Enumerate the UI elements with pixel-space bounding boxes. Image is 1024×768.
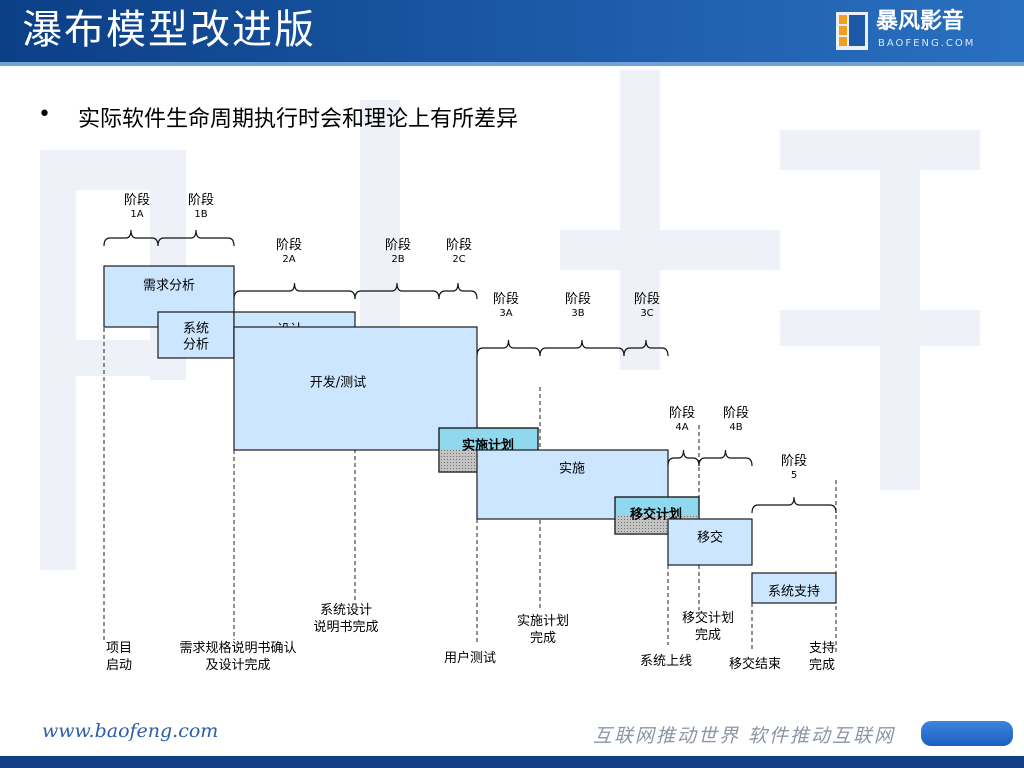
phase-label: 阶段 (385, 238, 411, 253)
phase-label: 阶段 (493, 292, 519, 307)
activity-label: 系统 (183, 322, 209, 337)
phase-number: 2A (282, 254, 295, 265)
phase-brace (698, 449, 753, 467)
phase-number: 1B (194, 209, 207, 220)
activity-label: 系统支持 (768, 585, 820, 600)
phase-label: 阶段 (446, 238, 472, 253)
milestone-label: 支持 (809, 641, 835, 656)
phase-label: 阶段 (634, 292, 660, 307)
activity-label: 需求分析 (143, 279, 195, 294)
baofeng-logo: 暴风影音 BAOFENG.COM (836, 8, 1006, 54)
phase-label: 阶段 (781, 454, 807, 469)
phase-brace (103, 229, 159, 247)
logo-english-name: BAOFENG.COM (878, 38, 976, 49)
milestone-label: 实施计划 (517, 614, 569, 629)
phase-label: 阶段 (188, 193, 214, 208)
footer-decoration (921, 721, 1013, 746)
phase-number: 2B (391, 254, 404, 265)
footer-url: www.baofeng.com (42, 720, 219, 742)
milestone-label: 需求规格说明书确认 (179, 640, 296, 656)
phase-brace (354, 282, 440, 300)
bullet-text: 实际软件生命周期执行时会和理论上有所差异 (78, 107, 519, 132)
phase-brace (233, 282, 356, 300)
activity-box-border (614, 496, 700, 535)
bullet-marker: • (38, 102, 51, 127)
phase-label: 阶段 (669, 406, 695, 421)
title-bar-underline (0, 62, 1024, 66)
phase-brace (157, 229, 235, 247)
phase-labels: 阶段1A阶段1B阶段2A阶段2B阶段2C阶段3A阶段3B阶段3C阶段4A阶段4B… (124, 193, 807, 481)
baofeng-logo-icon (836, 12, 868, 50)
phase-label: 阶段 (723, 406, 749, 421)
milestone-label: 及设计完成 (205, 658, 270, 673)
phase-brace (438, 282, 478, 300)
phase-number: 4A (675, 422, 688, 433)
activity-box (233, 326, 478, 451)
phase-label: 阶段 (276, 238, 302, 253)
activity-label: 开发/测试 (310, 375, 366, 391)
phase-brace (751, 496, 837, 514)
activity-label: 实施 (559, 462, 585, 477)
phase-number: 1A (130, 209, 143, 220)
phase-number: 5 (791, 470, 797, 481)
phase-braces (103, 229, 837, 514)
milestone-label: 系统上线 (640, 654, 692, 669)
phase-number: 3B (571, 308, 584, 319)
phase-number: 3C (640, 308, 653, 319)
milestone-label: 移交计划 (682, 610, 734, 626)
activity-label: 分析 (183, 338, 209, 353)
milestone-label: 移交结束 (729, 656, 781, 672)
slide-title: 瀑布模型改进版 (22, 7, 316, 53)
phase-brace (539, 339, 625, 357)
activity-box (157, 311, 235, 359)
milestone-label: 完成 (809, 658, 835, 673)
phase-brace (667, 449, 700, 467)
phase-number: 4B (729, 422, 742, 433)
milestone-label: 完成 (695, 628, 721, 643)
phase-number: 3A (499, 308, 512, 319)
activity-box (667, 518, 753, 566)
phase-brace (623, 339, 669, 357)
phase-label: 阶段 (124, 193, 150, 208)
activity-box (751, 572, 837, 604)
logo-chinese-name: 暴风影音 (876, 9, 965, 34)
activity-label: 移交 (697, 530, 723, 546)
milestone-label: 完成 (530, 631, 556, 646)
footer-bar (0, 756, 1024, 768)
footer-slogan: 互联网推动世界 软件推动互联网 (593, 725, 896, 747)
phase-number: 2C (452, 254, 465, 265)
phase-brace (476, 339, 541, 357)
milestone-label: 用户测试 (444, 650, 496, 666)
milestone-label: 项目 (106, 641, 132, 656)
phase-label: 阶段 (565, 292, 591, 307)
milestone-label: 说明书完成 (313, 620, 378, 635)
milestone-label: 启动 (106, 658, 132, 673)
milestone-label: 系统设计 (320, 603, 372, 618)
